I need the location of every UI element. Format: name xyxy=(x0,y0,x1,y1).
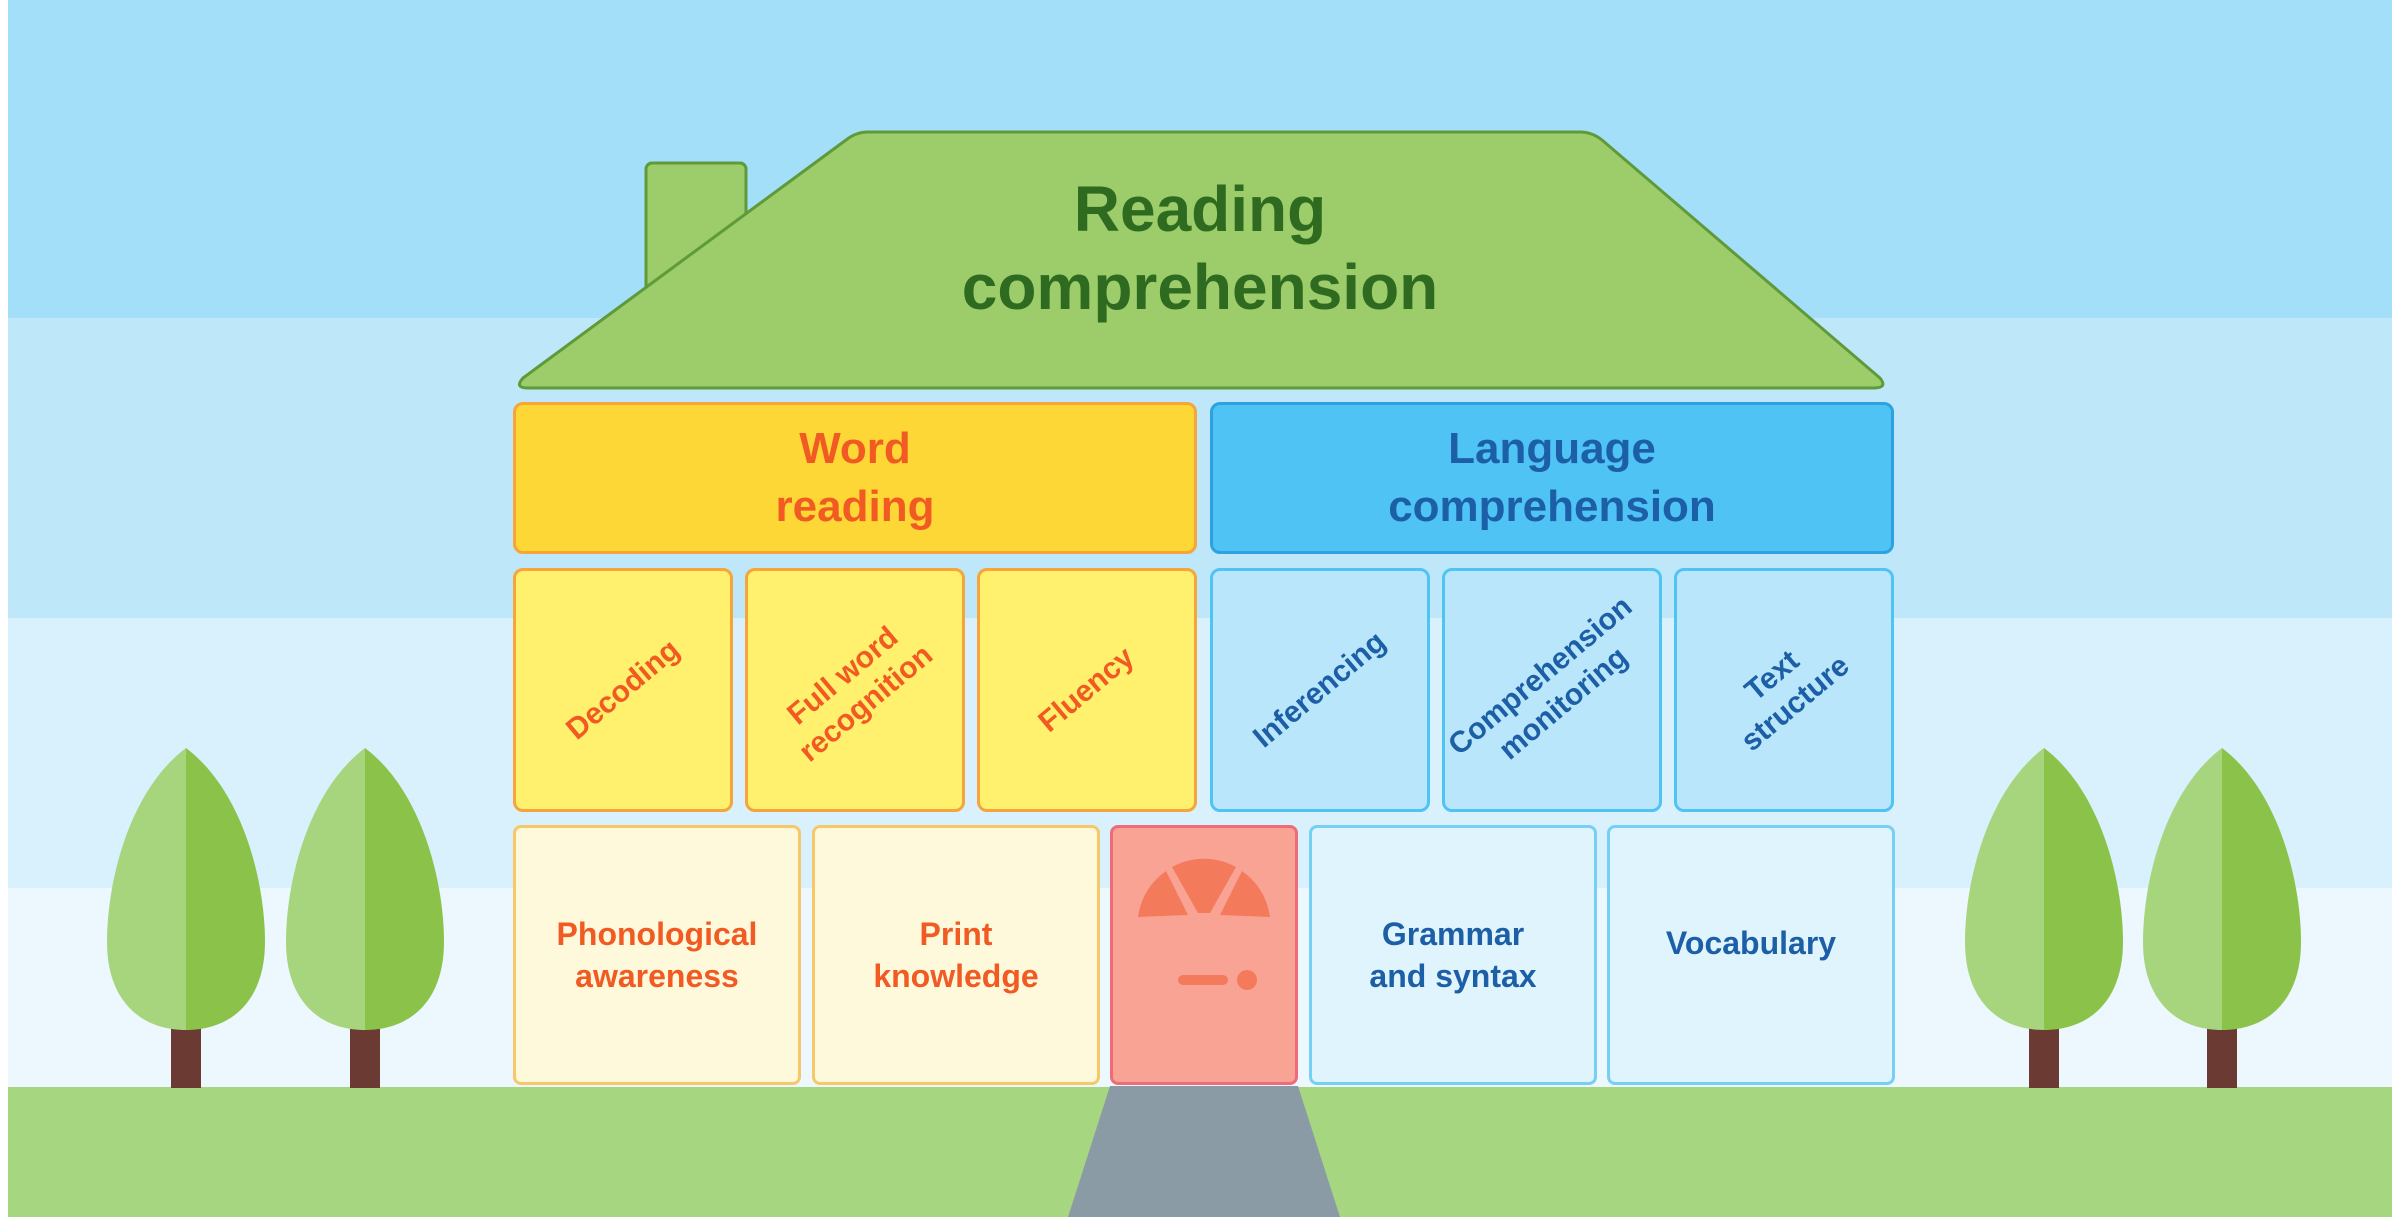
front-door xyxy=(1110,825,1298,1085)
word-reading-header: Word reading xyxy=(513,402,1197,554)
language-comprehension-header: Language comprehension xyxy=(1210,402,1894,554)
skill-inferencing-label: Inferencing xyxy=(1247,625,1393,755)
foundation-phonological-awareness-line-2: awareness xyxy=(575,958,739,994)
language-comprehension-header-line-2: comprehension xyxy=(1388,482,1716,531)
foundation-grammar-and-syntax: Grammar and syntax xyxy=(1309,825,1597,1085)
skill-fluency: Fluency xyxy=(977,568,1197,812)
foundation-vocabulary: Vocabulary xyxy=(1607,825,1895,1085)
tree-right-1 xyxy=(1965,748,2123,1088)
roof-title-line-2: comprehension xyxy=(961,251,1439,323)
skill-fluency-label: Fluency xyxy=(1032,640,1141,739)
roof-title: Reading comprehension xyxy=(900,168,1500,328)
skill-text-structure: Text structure xyxy=(1674,568,1894,812)
foundation-phonological-awareness-line-1: Phonological xyxy=(556,916,758,952)
door-handle-icon xyxy=(1178,975,1228,985)
tree-left-2 xyxy=(286,748,444,1088)
door-window-icon xyxy=(1138,858,1270,990)
skill-inferencing: Inferencing xyxy=(1210,568,1430,812)
skill-decoding-label: Decoding xyxy=(559,633,686,747)
foundation-print-knowledge: Print knowledge xyxy=(812,825,1100,1085)
tree-left-1 xyxy=(107,748,265,1088)
skill-full-word-recognition: Full word recognition xyxy=(745,568,965,812)
foundation-print-knowledge-line-2: knowledge xyxy=(873,958,1039,994)
roof xyxy=(518,130,1885,390)
foundation-vocabulary-label: Vocabulary xyxy=(1665,925,1837,961)
roof-title-line-1: Reading xyxy=(1073,173,1327,245)
foundation-grammar-and-syntax-line-1: Grammar xyxy=(1381,916,1525,952)
language-comprehension-header-line-1: Language xyxy=(1448,424,1656,473)
word-reading-header-line-1: Word xyxy=(799,424,911,473)
word-reading-header-line-2: reading xyxy=(775,482,935,531)
skill-decoding: Decoding xyxy=(513,568,733,812)
skill-comprehension-monitoring: Comprehension monitoring xyxy=(1442,568,1662,812)
foundation-print-knowledge-line-1: Print xyxy=(919,916,993,952)
foundation-phonological-awareness: Phonological awareness xyxy=(513,825,801,1085)
tree-right-2 xyxy=(2143,748,2301,1088)
foundation-grammar-and-syntax-line-2: and syntax xyxy=(1369,958,1537,994)
